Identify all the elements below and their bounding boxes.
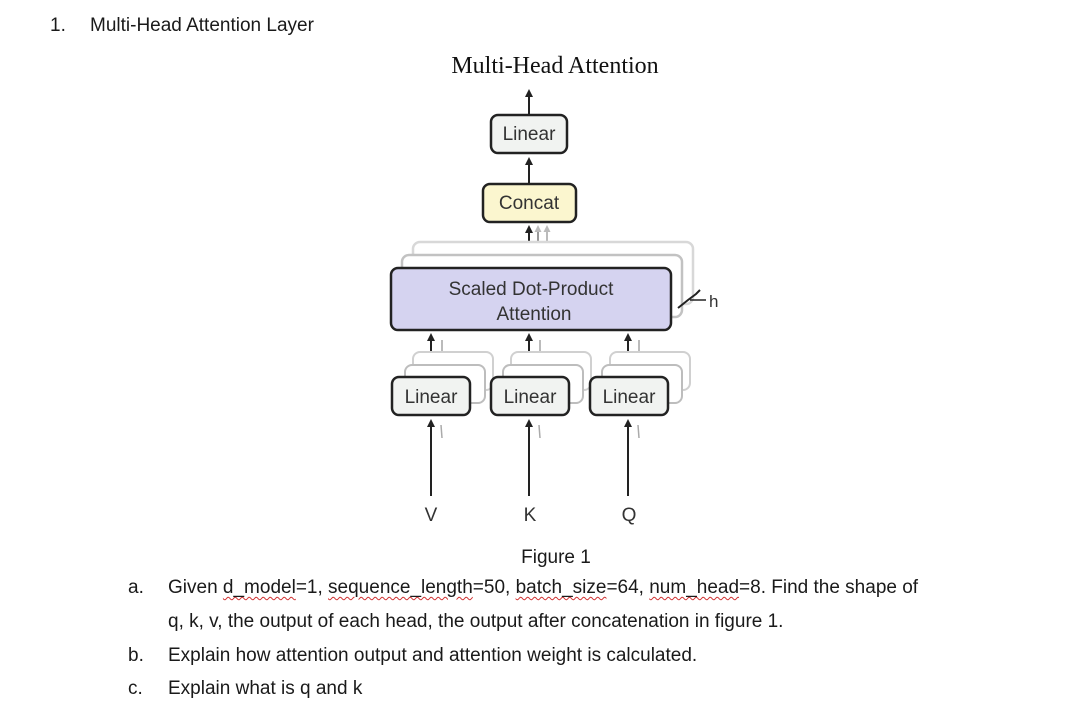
linear-q-label: Linear — [603, 387, 656, 408]
question-a-text-line2: q, k, v, the output of each head, the ou… — [168, 611, 784, 632]
question-a-text: Given d_model=1, sequence_length=50, bat… — [168, 577, 919, 598]
multi-head-attention-diagram: Linear Concat Scaled Dot-Product Attenti… — [389, 89, 718, 526]
input-q-label: Q — [622, 505, 637, 526]
linear-v-block: Linear — [390, 375, 472, 417]
question-a-letter: a. — [128, 577, 144, 598]
question-b-letter: b. — [128, 645, 144, 666]
linear-k-block: Linear — [489, 375, 571, 417]
concat-block: Concat — [481, 182, 578, 224]
question-number: 1. — [50, 15, 66, 36]
term-num-head: num_head — [649, 577, 740, 598]
linear-k-label: Linear — [504, 387, 557, 408]
term-sequence-length: sequence_length — [328, 577, 473, 598]
figure-caption: Figure 1 — [521, 547, 591, 568]
attention-label-line2: Attention — [497, 304, 572, 325]
linear-top-label: Linear — [503, 124, 556, 145]
question-c-letter: c. — [128, 678, 143, 699]
attention-block: Scaled Dot-Product Attention — [389, 266, 673, 332]
input-v-label: V — [425, 505, 438, 526]
heads-bracket — [677, 289, 701, 309]
linear-top-block: Linear — [489, 113, 569, 155]
diagram-title: Multi-Head Attention — [451, 53, 659, 79]
question-title: Multi-Head Attention Layer — [90, 15, 314, 36]
heads-label: h — [709, 292, 718, 311]
concat-label: Concat — [499, 193, 560, 214]
question-c-text: Explain what is q and k — [168, 678, 363, 699]
attention-label-line1: Scaled Dot-Product — [449, 279, 614, 300]
question-heading: 1. Multi-Head Attention Layer — [50, 15, 314, 37]
term-batch-size: batch_size — [515, 577, 607, 598]
question-b-text: Explain how attention output and attenti… — [168, 645, 698, 666]
linear-q-block: Linear — [588, 375, 670, 417]
linear-v-label: Linear — [405, 387, 458, 408]
term-d-model: d_model — [222, 577, 296, 598]
input-k-label: K — [524, 505, 537, 526]
